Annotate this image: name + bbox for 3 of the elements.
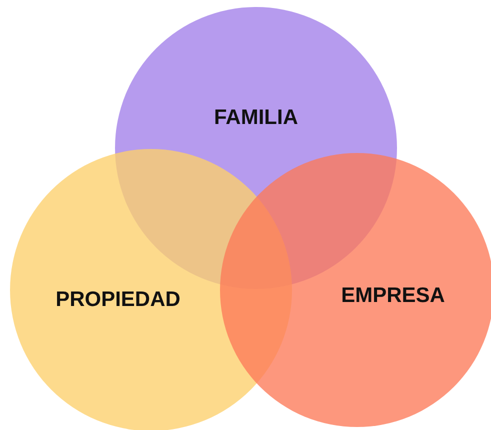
circle-label: EMPRESA [341,284,445,308]
circle-label: PROPIEDAD [56,288,180,312]
circle-label: FAMILIA [214,106,298,130]
